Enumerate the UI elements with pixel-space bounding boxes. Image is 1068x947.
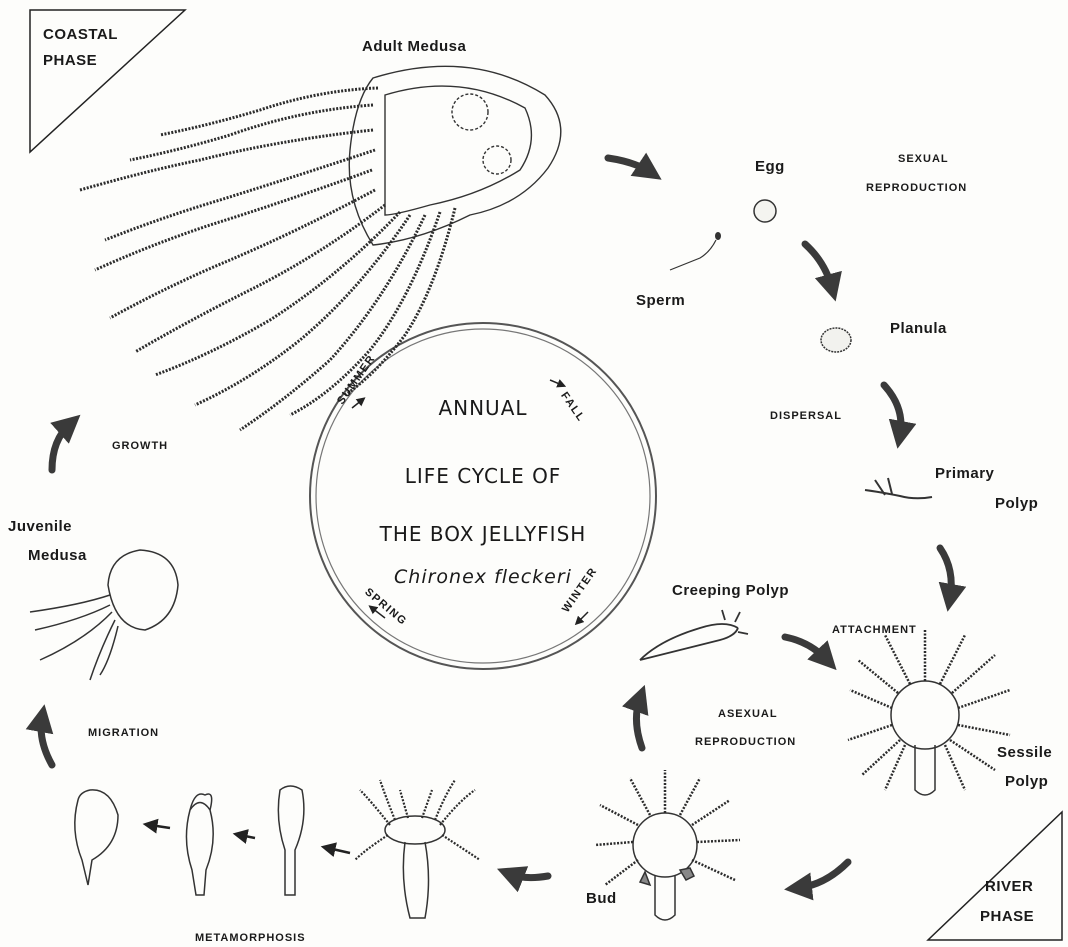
sexual-reproduction-label-line1: SEXUAL (898, 153, 949, 165)
coastal-phase-label-line1: COASTAL (43, 26, 118, 43)
sessile-polyp-label-line1: Sessile (997, 744, 1052, 761)
species-name: Chironex fleckeri (353, 566, 613, 588)
center-circle-inner (316, 329, 650, 663)
creeping-polyp-label: Creeping Polyp (672, 582, 789, 599)
migration-label: MIGRATION (88, 727, 159, 739)
metamorphosis-stages-drawing (75, 786, 304, 895)
juvenile-medusa-label-line2: Medusa (28, 547, 87, 564)
primary-polyp-drawing (865, 478, 932, 498)
juvenile-medusa-drawing (30, 550, 178, 680)
planula-label: Planula (890, 320, 947, 337)
metamorphosis-label: METAMORPHOSIS (195, 932, 306, 944)
coastal-phase-label-line2: PHASE (43, 52, 97, 69)
attachment-label: ATTACHMENT (832, 624, 917, 636)
center-title-line1: ANNUAL (383, 396, 583, 420)
adult-medusa-drawing (80, 66, 561, 430)
metamorphosis-polyp-drawing (355, 780, 480, 918)
primary-polyp-label-line1: Primary (935, 465, 994, 482)
sessile-polyp-label-line2: Polyp (1005, 773, 1048, 790)
dispersal-label: DISPERSAL (770, 410, 842, 422)
growth-label: GROWTH (112, 440, 168, 452)
sessile-polyp-drawing (848, 630, 1010, 795)
egg-label: Egg (755, 158, 785, 175)
sperm-label: Sperm (636, 292, 685, 309)
asexual-reproduction-label-line1: ASEXUAL (718, 708, 778, 720)
center-title-line2: LIFE CYCLE OF (353, 464, 613, 488)
center-title-line3: THE BOX JELLYFISH (340, 522, 626, 546)
bud-label: Bud (586, 890, 617, 907)
sperm-drawing (670, 240, 716, 270)
river-phase-label-line1: RIVER (985, 878, 1033, 895)
small-left-arrows (150, 825, 350, 853)
budding-polyp-drawing (595, 770, 740, 920)
primary-polyp-label-line2: Polyp (995, 495, 1038, 512)
adult-medusa-label: Adult Medusa (362, 38, 466, 55)
asexual-reproduction-label-line2: REPRODUCTION (695, 736, 796, 748)
juvenile-medusa-label-line1: Juvenile (8, 518, 72, 535)
egg-drawing (754, 200, 776, 222)
river-phase-label-line2: PHASE (980, 908, 1034, 925)
planula-drawing (821, 328, 851, 352)
sexual-reproduction-label-line2: REPRODUCTION (866, 182, 967, 194)
creeping-polyp-drawing (640, 610, 748, 660)
